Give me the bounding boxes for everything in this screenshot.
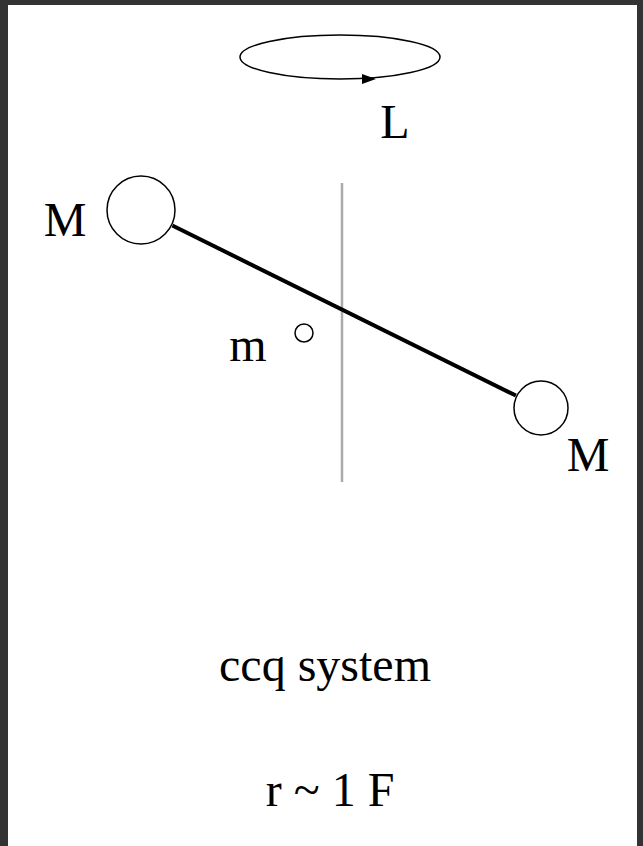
circle-shape [295,324,313,342]
radius-note: r ~ 1 F [266,766,395,814]
system-caption: ccq system [219,641,431,689]
mass-label: M [567,431,610,479]
rotation-arrowhead [362,74,376,84]
quark-mass-circle: M [106,175,176,245]
rotation-axis [341,183,344,482]
quark-mass-circle: M [513,380,569,436]
circle-shape [107,176,175,244]
circle-shape [514,381,568,435]
mass-label: m [229,321,266,369]
circle-outline [513,380,569,436]
rotation-ellipse [240,35,440,79]
circle-outline [294,323,314,343]
rod-connector [172,226,516,396]
circle-outline [106,175,176,245]
angular-momentum-label: L [380,98,409,146]
light-quark-circle: m [294,323,314,343]
mass-label: M [44,196,87,244]
